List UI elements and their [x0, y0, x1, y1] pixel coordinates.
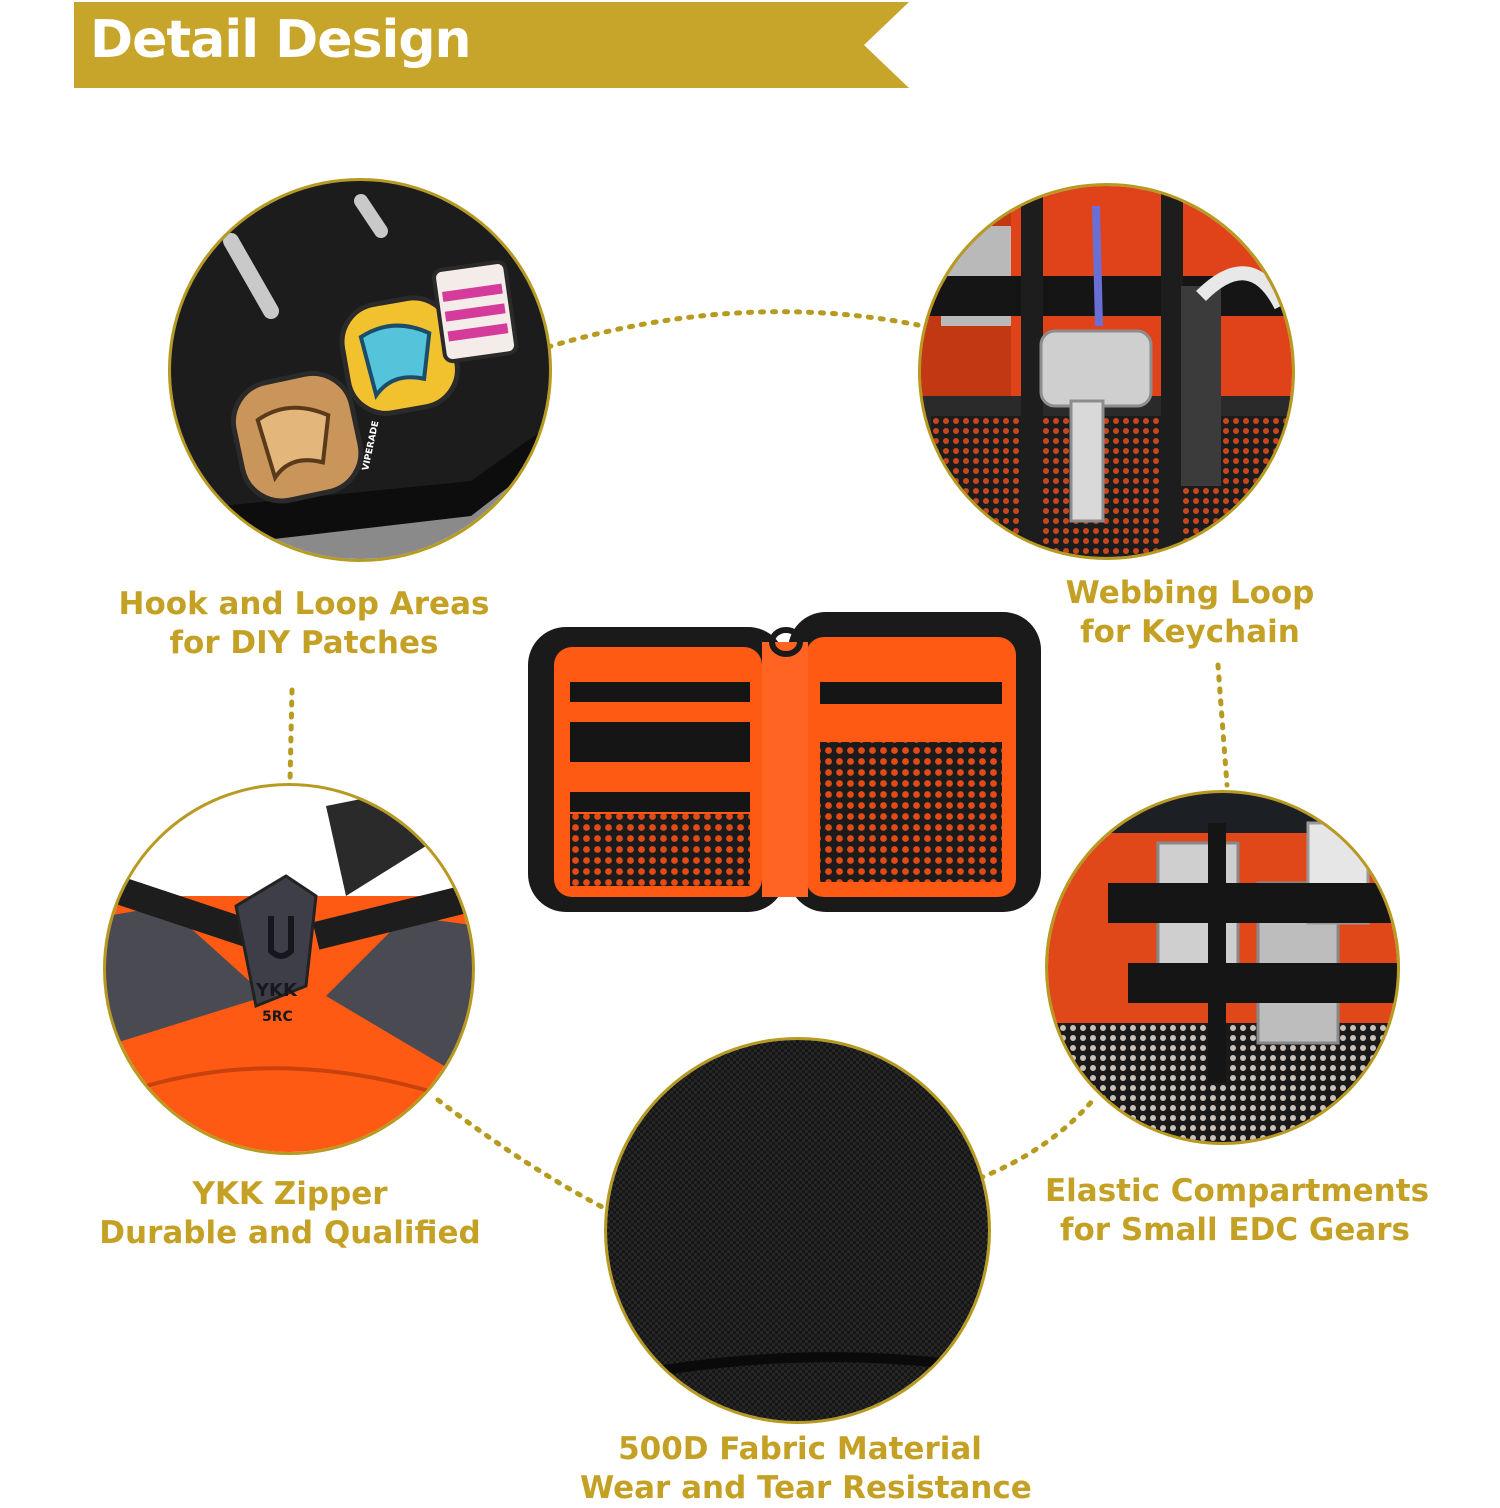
caption-ykk-zipper-line1: YKK Zipper	[192, 1176, 388, 1212]
caption-fabric: 500D Fabric Material Wear and Tear Resis…	[580, 1430, 1032, 1508]
caption-ykk-zipper: YKK Zipper Durable and Qualified	[95, 1175, 485, 1253]
connector-bottom-left	[435, 1097, 611, 1213]
webbing-loop-photo	[918, 183, 1295, 560]
caption-hook-loop-line2: for DIY Patches	[169, 625, 439, 661]
caption-hook-loop: Hook and Loop Areas for DIY Patches	[104, 585, 504, 663]
hook-loop-photo: VIPERADE	[168, 178, 552, 562]
caption-fabric-line1: 500D Fabric Material	[618, 1431, 982, 1467]
zipper-brand-text: YKK	[255, 980, 298, 1001]
banner-shape	[74, 2, 909, 88]
fabric-photo	[604, 1037, 991, 1424]
connector-top	[545, 309, 921, 350]
connector-bottom-right	[977, 1097, 1096, 1181]
caption-elastic-compartments-line2: for Small EDC Gears	[1059, 1212, 1411, 1248]
ykk-zipper-photo: YKK 5RC	[103, 783, 475, 1155]
elastic-compartments-photo	[1045, 790, 1400, 1145]
caption-elastic-compartments-line1: Elastic Compartments	[1045, 1173, 1430, 1209]
header-banner: Detail Design	[74, 2, 909, 88]
caption-hook-loop-line1: Hook and Loop Areas	[118, 586, 490, 622]
caption-elastic-compartments: Elastic Compartments for Small EDC Gears	[1045, 1172, 1430, 1250]
caption-ykk-zipper-line2: Durable and Qualified	[99, 1215, 481, 1251]
caption-fabric-line2: Wear and Tear Resistance	[580, 1470, 1032, 1506]
caption-webbing-loop-line2: for Keychain	[1080, 614, 1300, 650]
caption-webbing-loop: Webbing Loop for Keychain	[1035, 574, 1345, 652]
zipper-model-text: 5RC	[262, 1009, 293, 1025]
open-pouch-product	[526, 602, 1043, 917]
caption-webbing-loop-line1: Webbing Loop	[1065, 575, 1315, 611]
connector-left	[287, 687, 295, 785]
page-title: Detail Design	[90, 10, 472, 70]
connector-right	[1215, 662, 1230, 788]
